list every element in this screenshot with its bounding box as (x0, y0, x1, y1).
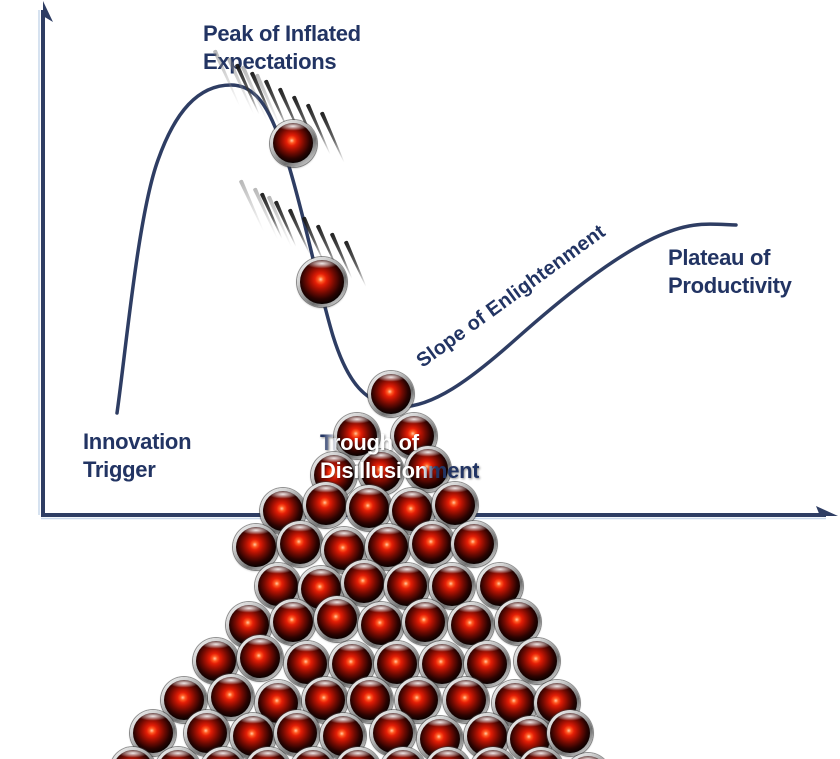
hal-eye (270, 599, 316, 645)
hal-eye (448, 602, 494, 648)
plateau-label-line1: Plateau of (668, 245, 771, 270)
innovation-label-line2: Trigger (83, 457, 156, 482)
hal-eye (290, 747, 336, 759)
hal-eye (451, 521, 497, 567)
hal-eye (314, 596, 360, 642)
hal-eye (346, 485, 392, 531)
hype-curve (115, 83, 738, 415)
y-axis-arrowhead (43, 1, 53, 22)
hal-eye (495, 599, 541, 645)
innovation-label-line1: Innovation (83, 429, 192, 454)
hal-eye (432, 482, 478, 528)
x-axis-arrowhead (816, 506, 838, 516)
hal-eye (110, 747, 156, 759)
peak-label-line1: Peak of Inflated (203, 21, 361, 46)
hal-eye (425, 747, 471, 759)
hal-eye (514, 638, 560, 684)
hal-eye (155, 747, 201, 759)
hal-eye (405, 446, 451, 492)
hal-eye (237, 635, 283, 681)
hal-eye (233, 524, 279, 570)
trough-label-line2: Disillusionment (320, 458, 480, 483)
hal-eye (335, 747, 381, 759)
hal-eye (368, 371, 414, 417)
hal-eye (303, 482, 349, 528)
hal-eye (269, 119, 317, 167)
peak-label-line2: Expectations (203, 49, 337, 74)
plateau-label: Plateau of Productivity (668, 244, 792, 300)
trough-label-line1: Trough of (320, 429, 479, 457)
hal-eye (208, 674, 254, 720)
innovation-label: Innovation Trigger (83, 428, 192, 484)
hal-eye (200, 747, 246, 759)
trough-label: Trough of Disillusionment (320, 429, 480, 485)
hal-eye (297, 257, 347, 307)
hal-eye (380, 747, 426, 759)
hal-eye (547, 710, 593, 756)
plateau-label-line2: Productivity (668, 273, 792, 298)
hal-eye (565, 753, 611, 759)
hal-eye (518, 747, 564, 759)
hal-eye (409, 521, 455, 567)
peak-label: Peak of Inflated Expectations (203, 20, 361, 76)
hal-eye (365, 524, 411, 570)
hal-eye (277, 521, 323, 567)
hal-eye (402, 599, 448, 645)
hal-eye (321, 527, 367, 573)
hal-eye (358, 602, 404, 648)
hal-eye (245, 747, 291, 759)
hal-eye (384, 563, 430, 609)
hal-eye (470, 747, 516, 759)
